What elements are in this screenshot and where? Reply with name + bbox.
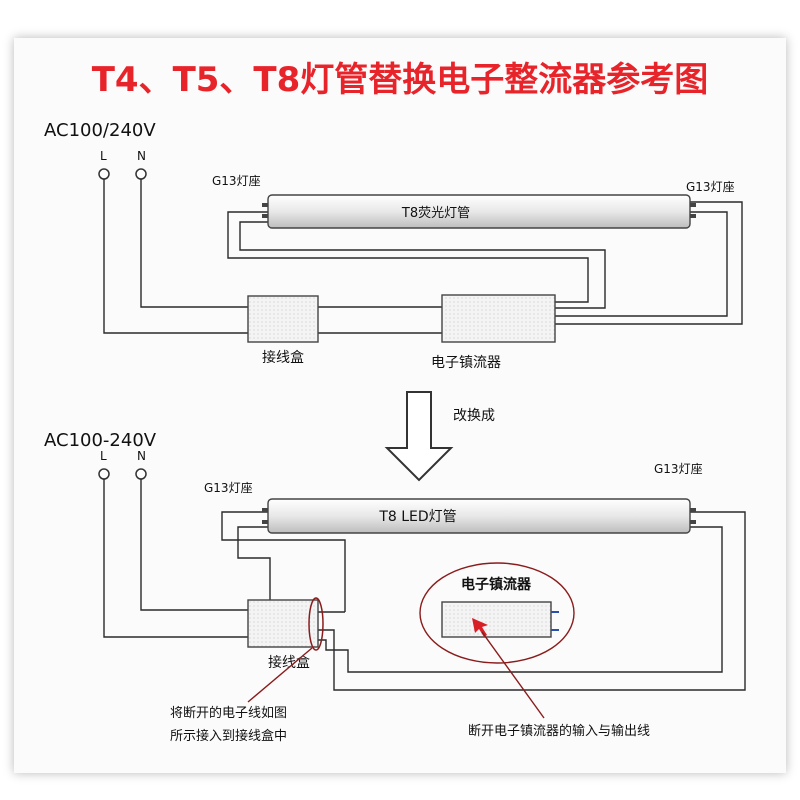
bottom-right-socket-label: G13灯座 — [654, 461, 703, 476]
bottom-left-pin-1 — [262, 508, 268, 512]
top-l-label: L — [100, 149, 107, 163]
top-junction-box-label: 接线盒 — [262, 349, 304, 366]
top-left-pin-1 — [262, 203, 268, 207]
bottom-led-tube — [267, 498, 691, 534]
bottom-right-pin-2 — [690, 520, 696, 524]
top-ballast-label: 电子镇流器 — [431, 355, 501, 371]
bottom-left-pin-2 — [262, 520, 268, 524]
top-electronic-ballast — [441, 294, 556, 343]
top-wires — [103, 179, 743, 334]
replace-arrow-icon — [384, 391, 454, 482]
junction-highlight-ellipse — [308, 597, 324, 651]
top-tube-label: T8荧光灯管 — [401, 206, 470, 221]
ballast-pointer-arrow — [472, 618, 488, 637]
ballast-highlight-ellipse — [419, 562, 575, 664]
diagram-title: T4、T5、T8灯管替换电子整流器参考图 — [91, 60, 709, 100]
ballast-annotation-line — [481, 631, 545, 719]
top-right-socket-label: G13灯座 — [686, 179, 735, 194]
arrow-label: 改换成 — [453, 407, 495, 424]
top-left-pin-2 — [262, 214, 268, 218]
top-voltage-label: AC100/240V — [44, 120, 156, 141]
bottom-n-label: N — [137, 449, 146, 463]
bottom-wires — [103, 479, 746, 691]
bottom-junction-box-label: 接线盒 — [268, 654, 310, 671]
bottom-ballast-label: 电子镇流器 — [461, 576, 532, 593]
bottom-tube-label: T8 LED灯管 — [378, 509, 456, 525]
top-fluorescent-tube — [267, 194, 691, 229]
top-right-pin-1 — [690, 203, 696, 207]
bottom-electronic-ballast — [441, 601, 552, 638]
bottom-n-terminal — [135, 468, 147, 480]
bottom-junction-box — [247, 599, 319, 648]
top-left-socket-label: G13灯座 — [212, 173, 261, 188]
junction-annotation-line — [247, 647, 313, 703]
note-left-line2: 所示接入到接线盒中 — [170, 728, 287, 744]
top-junction-box — [247, 295, 319, 343]
note-right: 断开电子镇流器的输入与输出线 — [468, 723, 650, 739]
diagram-frame — [14, 38, 786, 773]
bottom-voltage-label: AC100-240V — [44, 430, 157, 451]
note-left-line1: 将断开的电子线如图 — [170, 705, 287, 721]
top-n-terminal — [135, 168, 147, 180]
bottom-right-pin-1 — [690, 508, 696, 512]
top-n-label: N — [137, 149, 146, 163]
top-right-pin-2 — [690, 214, 696, 218]
bottom-l-terminal — [98, 468, 110, 480]
top-l-terminal — [98, 168, 110, 180]
bottom-left-socket-label: G13灯座 — [204, 480, 253, 495]
bottom-l-label: L — [100, 449, 107, 463]
